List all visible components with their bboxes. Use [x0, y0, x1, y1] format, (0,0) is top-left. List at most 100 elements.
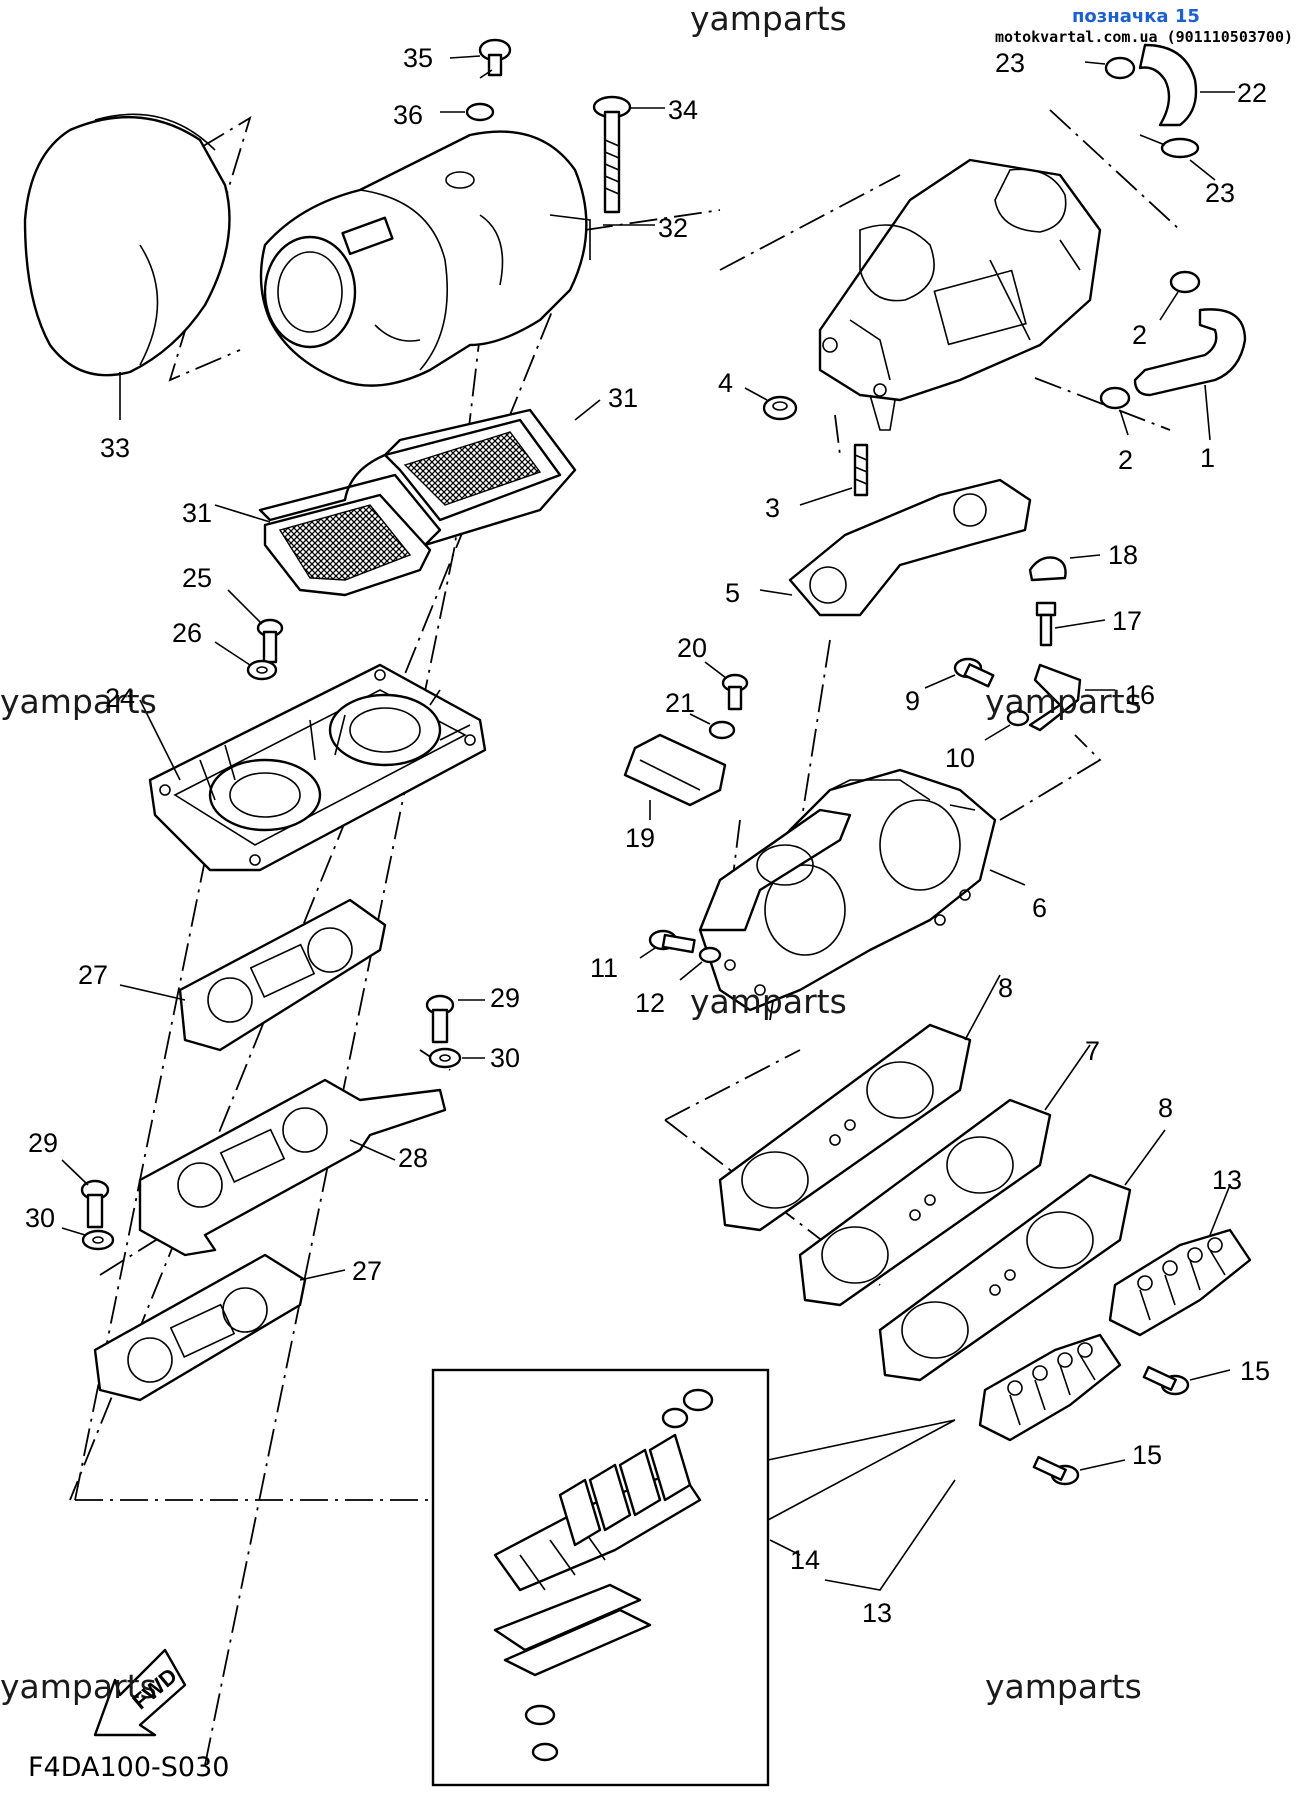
part-1-hose [1133, 308, 1247, 441]
callout-1: 1 [1200, 443, 1216, 473]
watermark-top: yamparts [690, 0, 847, 38]
callout-2-upper: 2 [1132, 320, 1148, 350]
part-29-bolt-right [425, 994, 485, 1044]
callout-22: 22 [1237, 78, 1268, 108]
fwd-arrow-icon [93, 1648, 187, 1737]
callout-30-lower: 30 [25, 1203, 56, 1233]
badge-label: позначка 15 [1072, 6, 1200, 27]
part-32-intake-silencer [259, 130, 591, 387]
callout-28: 28 [398, 1143, 429, 1173]
inset-reed-valve-detail [431, 1368, 956, 1787]
part-8-gasket-lower [878, 1129, 1166, 1382]
callout-32: 32 [658, 213, 689, 243]
part-8-gasket-upper [718, 974, 1001, 1232]
callout-18: 18 [1108, 540, 1139, 570]
part-23-clamp-top [1084, 56, 1136, 80]
watermark: yamparts [0, 1667, 157, 1706]
part-13-reed-valve-left [978, 1333, 1122, 1442]
callout-6: 6 [1032, 893, 1048, 923]
part-26-washer [214, 641, 278, 681]
part-2-clamp-upper [1159, 270, 1201, 321]
callout-29-lower: 29 [28, 1128, 59, 1158]
callout-15-lower: 15 [1132, 1440, 1163, 1470]
part-29-bolt-left [61, 1159, 110, 1229]
callout-2-lower: 2 [1118, 445, 1134, 475]
part-15-bolt-lower [1032, 1455, 1126, 1486]
part-5-gasket [759, 478, 1032, 617]
part-25-bolt [227, 589, 284, 664]
callout-5: 5 [725, 578, 741, 608]
callout-35: 35 [403, 43, 434, 73]
part-27-gasket-lower [93, 1253, 346, 1402]
callout-25: 25 [182, 563, 213, 593]
callout-7: 7 [1085, 1036, 1101, 1066]
callout-24: 24 [105, 683, 136, 713]
watermark: yamparts [985, 682, 1142, 721]
callout-16: 16 [1125, 680, 1156, 710]
callout-21: 21 [665, 688, 696, 718]
diagram-code: F4DA100-S030 [28, 1752, 230, 1783]
part-34-bolt [592, 95, 665, 214]
callout-4: 4 [718, 368, 734, 398]
callout-9: 9 [905, 686, 921, 716]
callout-29-upper: 29 [490, 983, 521, 1013]
part-23-clamp-right [1139, 134, 1216, 181]
carburetor-assembly [818, 158, 1102, 431]
part-12-washer [679, 946, 722, 981]
callout-31-lower: 31 [182, 498, 213, 528]
part-4-nut [744, 387, 798, 421]
callout-23-upper: 23 [995, 48, 1026, 78]
part-15-bolt-upper [1142, 1365, 1231, 1396]
site-label: motokvartal.com.ua (901110503700) [995, 28, 1294, 46]
part-7-gasket [798, 1044, 1091, 1307]
part-21-washer [689, 713, 736, 740]
part-33-intake-boot [23, 113, 231, 420]
part-19-plate [623, 733, 727, 820]
callout-30-upper: 30 [490, 1043, 521, 1073]
watermark: yamparts [985, 1667, 1142, 1706]
part-31-screen-pair [214, 399, 601, 597]
callout-17: 17 [1112, 606, 1143, 636]
part-18-cap [1028, 554, 1101, 582]
callout-13-upper: 13 [1212, 1165, 1243, 1195]
callout-12: 12 [635, 988, 666, 1018]
part-22-hose [1138, 43, 1235, 127]
callout-33: 33 [100, 433, 131, 463]
callout-23-lower: 23 [1205, 178, 1236, 208]
callout-26: 26 [172, 618, 203, 648]
part-30-washer-right [428, 1047, 485, 1069]
callout-34: 34 [668, 95, 699, 125]
callout-27-lower: 27 [352, 1256, 383, 1286]
callout-20: 20 [677, 633, 708, 663]
part-17-fitting [1035, 601, 1106, 647]
callout-13-lower: 13 [862, 1598, 893, 1628]
callout-8-upper: 8 [998, 973, 1014, 1003]
callout-10: 10 [945, 743, 976, 773]
part-36-o-ring [440, 102, 495, 122]
part-6-intake-manifold [698, 768, 1026, 1012]
part-9-bolt [924, 657, 995, 689]
callout-36: 36 [393, 100, 424, 130]
part-11-bolt [639, 929, 696, 959]
callout-19: 19 [625, 823, 656, 853]
part-2-clamp-lower [1099, 386, 1131, 436]
watermark: yamparts [0, 682, 157, 721]
part-3-stud [799, 443, 869, 506]
part-20-screw [704, 661, 749, 711]
callout-15-upper: 15 [1240, 1356, 1271, 1386]
callout-14: 14 [790, 1545, 821, 1575]
watermark: yamparts [690, 982, 847, 1021]
part-24-intake-base [139, 663, 487, 872]
part-27-gasket-upper [119, 898, 387, 1052]
part-13-reed-valve-right [1108, 1184, 1252, 1337]
part-28-bracket-gasket [138, 1078, 447, 1257]
callout-31-upper: 31 [608, 383, 639, 413]
part-35-screw [449, 38, 512, 79]
callout-27-upper: 27 [78, 960, 109, 990]
callout-3: 3 [765, 493, 781, 523]
callout-8-lower: 8 [1158, 1093, 1174, 1123]
part-10-washer [984, 709, 1030, 741]
callout-11: 11 [590, 953, 619, 983]
part-16-bracket [1028, 663, 1115, 732]
